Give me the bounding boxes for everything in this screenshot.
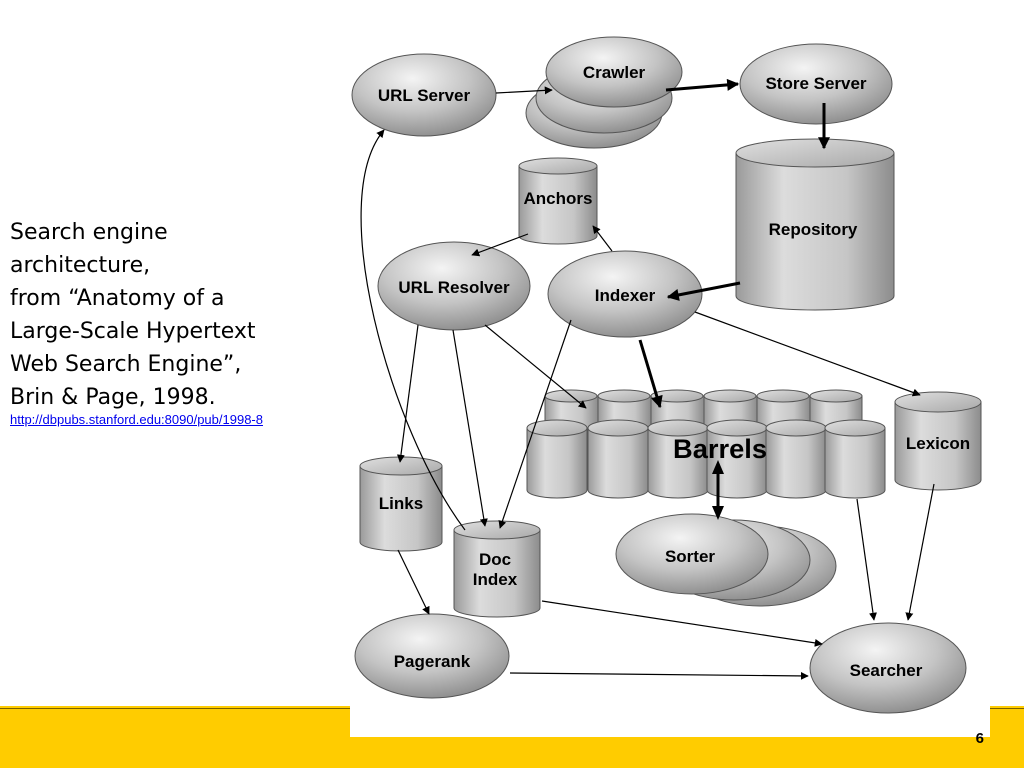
crawler-label: Crawler (583, 63, 646, 82)
arrow-anchors-urlresolver (471, 233, 529, 257)
url-resolver-label: URL Resolver (398, 278, 510, 297)
arrow-docindex-searcher (541, 600, 823, 647)
links-node: Links (359, 456, 443, 552)
arrowhead-up (712, 460, 724, 474)
url-server-label: URL Server (378, 86, 471, 105)
store-server-label: Store Server (765, 74, 866, 93)
links-label: Links (379, 494, 423, 513)
arrowhead-down (712, 506, 724, 520)
arrows (360, 78, 935, 680)
repository-label: Repository (769, 220, 858, 239)
caption-text: Search engine architecture, from “Anatom… (10, 216, 340, 428)
arrow-pagerank-searcher (509, 671, 809, 680)
store-server-node: Store Server (739, 43, 893, 125)
caption-line: architecture, (10, 253, 151, 278)
arrow-links-pagerank (397, 549, 430, 615)
caption-line: Search engine (10, 220, 168, 245)
indexer-label: Indexer (595, 286, 656, 305)
doc-index-label-line2: Index (473, 570, 518, 589)
sorter-node: Sorter (615, 513, 837, 607)
arrow-repository-indexer (666, 281, 741, 301)
caption-line: Web Search Engine”, (10, 352, 242, 377)
indexer-node: Indexer (547, 250, 703, 338)
arrow-indexer-lexicon (694, 311, 921, 397)
page-number: 6 (975, 730, 984, 747)
arrow-urlserver-crawler (495, 86, 553, 95)
crawler-node: Crawler (525, 36, 683, 149)
barrels-front-row: Barrels (526, 419, 886, 499)
pagerank-node: Pagerank (354, 613, 510, 699)
lexicon-label: Lexicon (906, 434, 970, 453)
architecture-diagram: Crawler URL Server Store Server Reposito… (351, 36, 982, 714)
arrow-indexer-barrels (638, 339, 663, 409)
arrow-urlresolver-docindex (452, 329, 488, 527)
arrow-indexer-anchors (592, 225, 613, 252)
url-resolver-node: URL Resolver (377, 241, 531, 331)
arrow-docindex-urlserver (360, 129, 466, 531)
repository-node: Repository (735, 138, 895, 311)
url-server-node: URL Server (351, 53, 497, 137)
lexicon-node: Lexicon (894, 391, 982, 491)
doc-index-node: Doc Index (453, 520, 541, 618)
anchors-label: Anchors (524, 189, 593, 208)
source-link[interactable]: http://dbpubs.stanford.edu:8090/pub/1998… (10, 412, 263, 427)
searcher-node: Searcher (809, 622, 967, 714)
caption-line: Brin & Page, 1998. (10, 385, 216, 410)
arrow-urlresolver-barrels (484, 324, 587, 409)
barrels-label: Barrels (673, 434, 767, 464)
diagram-panel: Crawler URL Server Store Server Reposito… (350, 0, 990, 737)
caption-line: from “Anatomy of a (10, 286, 225, 311)
arrow-urlresolver-links (396, 324, 419, 463)
searcher-label: Searcher (850, 661, 923, 680)
pagerank-label: Pagerank (394, 652, 471, 671)
arrow-crawler-storeserver (665, 78, 740, 92)
sorter-label: Sorter (665, 547, 715, 566)
arrow-lexicon-searcher (905, 483, 935, 621)
arrow-indexer-docindex (498, 319, 572, 529)
doc-index-label-line1: Doc (479, 550, 511, 569)
anchors-node: Anchors (518, 157, 598, 245)
arrow-barrels-searcher (856, 498, 877, 621)
caption-line: Large-Scale Hypertext (10, 319, 256, 344)
